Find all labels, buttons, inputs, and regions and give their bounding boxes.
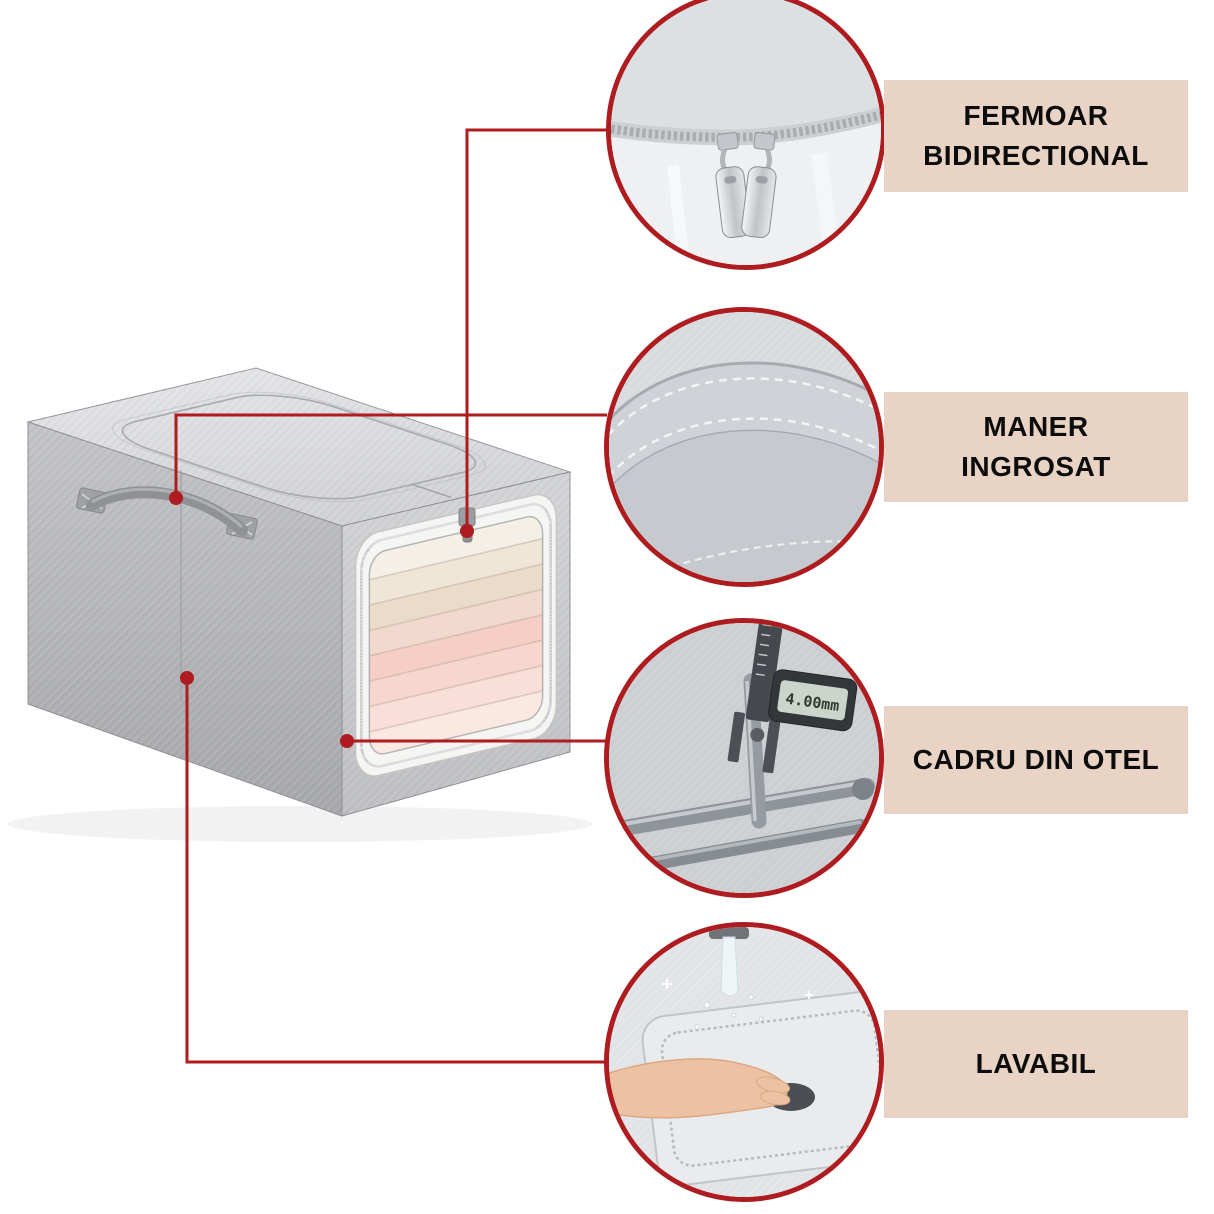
digital-caliper: 4.00mm [727,623,858,774]
box-shadow [8,806,592,842]
label-line: LAVABIL [975,1048,1097,1079]
callout-label-washable: LAVABIL [884,1010,1188,1118]
connector-line-zipper [465,128,608,531]
handle-strap-highlight [91,487,244,529]
caliper-detail-icon: 4.00mm [609,623,879,893]
connector-dot-frame [340,734,354,748]
callout-label-frame: CADRU DIN OTEL [884,706,1188,814]
water-stream [720,936,739,997]
zipper-detail-icon [611,0,881,265]
steel-tube-1 [616,778,875,836]
callout-connectors [169,128,608,1064]
caliper-thumb-wheel [750,727,765,742]
label-line: CADRU DIN OTEL [912,744,1160,775]
box-handle [76,486,258,540]
label-line: BIDIRECTIONAL [923,140,1149,171]
label-line: INGROSAT [961,451,1111,482]
washing-detail-icon [609,927,879,1197]
label-line: FERMOAR [963,100,1109,131]
callout-circle-zipper [606,0,886,270]
caliper-jaw-fixed [727,711,746,763]
label-line: MANER [983,411,1089,442]
steel-tube-2 [632,819,868,873]
storage-box [28,368,570,816]
caliper-jaw-sliding [762,716,781,774]
callout-label-handle: MANER INGROSAT [884,392,1188,502]
callout-circle-handle [604,307,884,587]
folded-clothes-stack [369,513,543,758]
connector-dot-zipper [460,524,474,538]
connector-dot-handle [169,491,183,505]
handle-strap-band [609,362,879,490]
water-droplets [694,994,764,1030]
handle-strap [86,486,248,536]
frame-joint [852,778,874,800]
connector-line-washable [185,678,606,1064]
clothes-window [356,490,557,781]
callout-label-zipper: FERMOAR BIDIRECTIONAL [884,80,1188,192]
zipper-pull-right [741,132,777,239]
lid-zipper-outline [83,385,545,520]
finger-2 [759,1090,791,1106]
callout-circle-frame: 4.00mm [604,618,884,898]
sparkle-icon [662,979,813,999]
connector-line-handle [174,413,607,498]
faucet-icon [709,927,749,939]
callout-circle-washable [604,922,884,1202]
box-top-texture [28,368,570,526]
handle-detail-icon [609,312,879,582]
zipper-teeth [611,110,881,142]
box-left-texture [28,422,342,816]
connector-dot-washable [180,671,194,685]
zipper-pull-left [715,132,751,239]
